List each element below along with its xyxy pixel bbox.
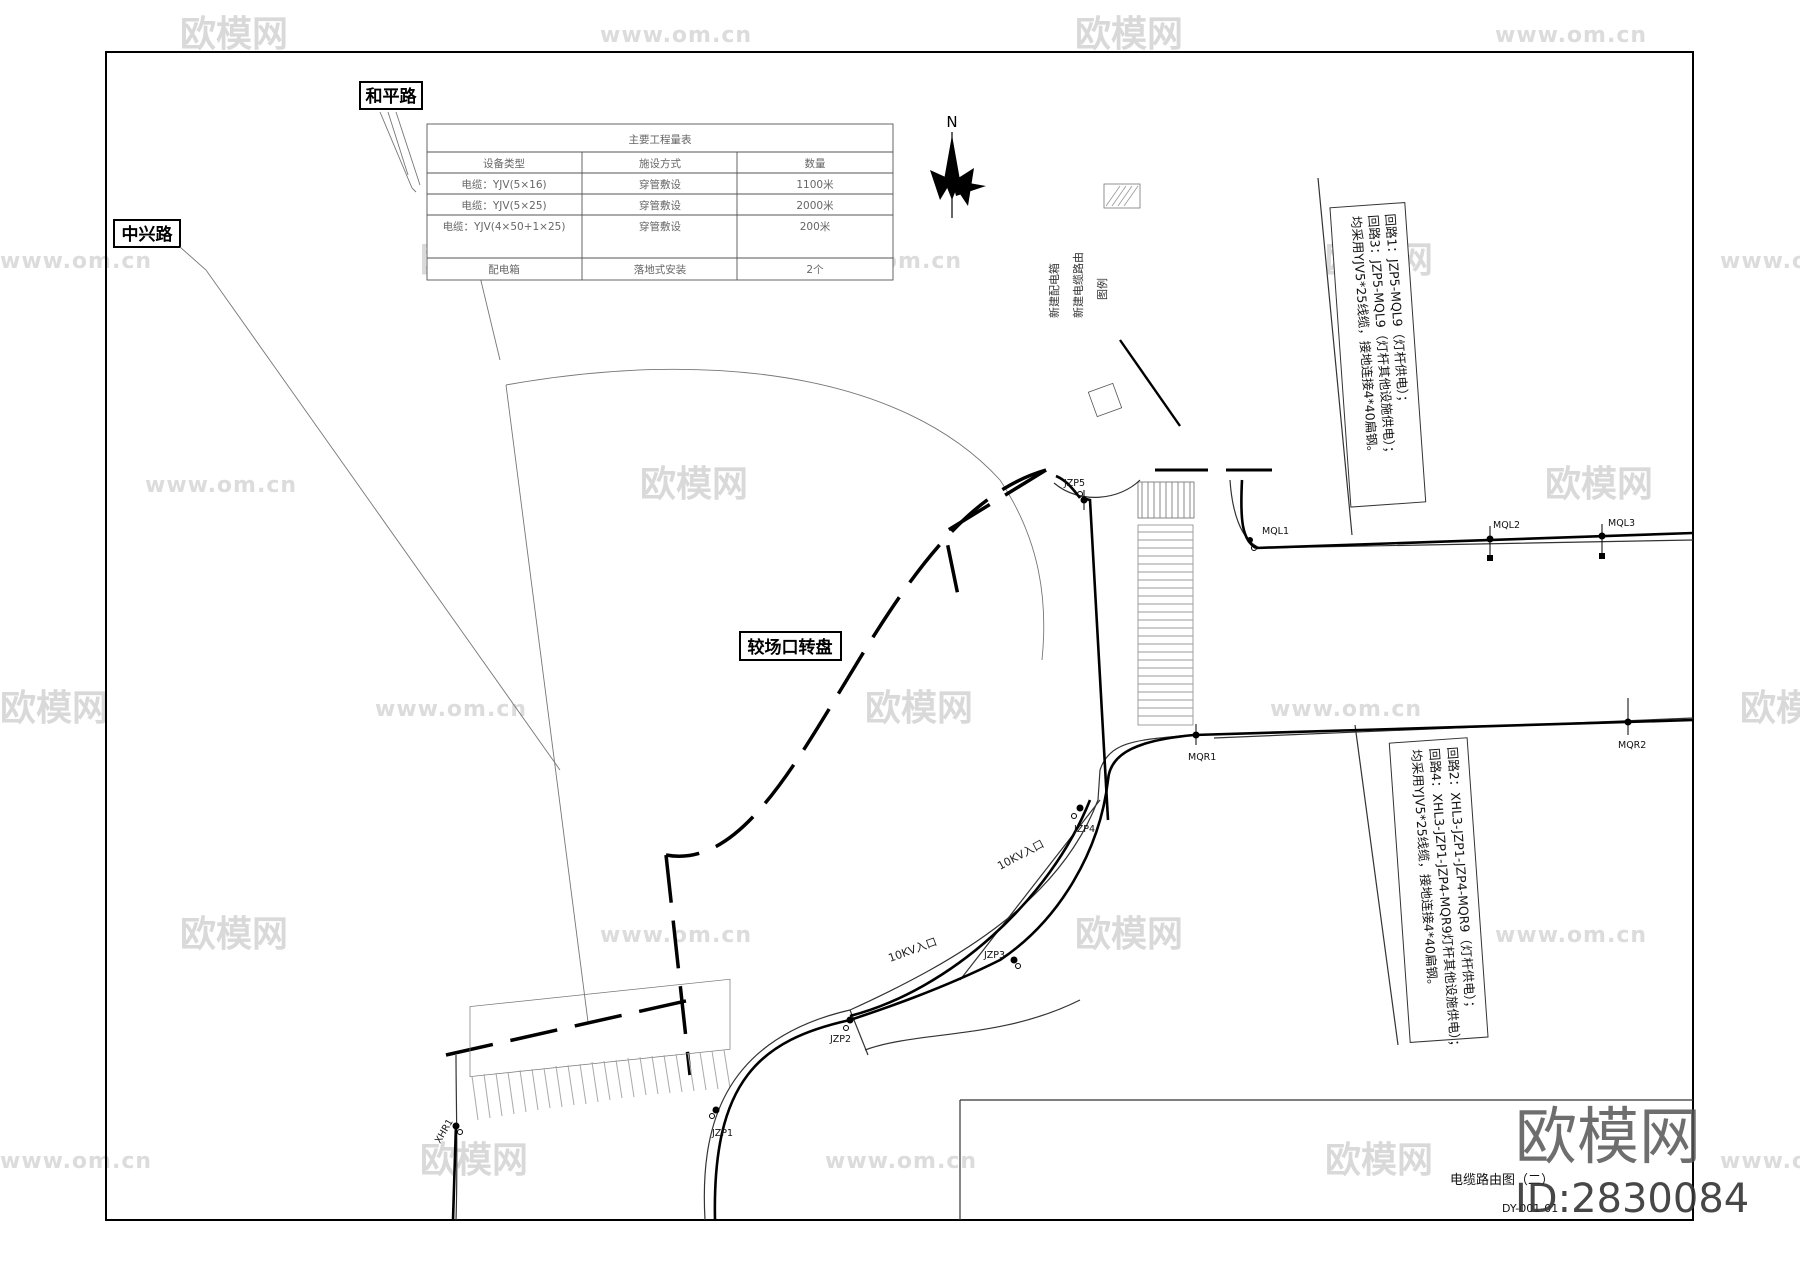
- table-cell: 落地式安装: [634, 263, 687, 276]
- crosswalk-north: [1137, 468, 1272, 519]
- lamp-point-jzp2: JZP2: [829, 1016, 854, 1045]
- lamp-label: MQR2: [1618, 740, 1646, 751]
- watermark-url: www.om.cn: [0, 1149, 152, 1174]
- lamp-label: JZP4: [1073, 824, 1095, 835]
- legend-title: 图例: [1095, 278, 1109, 300]
- lamp-point-jzp3: JZP3: [983, 950, 1021, 969]
- lamp-point-mqr1: MQR1: [1188, 724, 1216, 763]
- lamp-point-mql2: MQL2: [1486, 520, 1520, 561]
- north-arrow-icon: N: [930, 113, 986, 218]
- watermark-brand: 欧模网: [180, 914, 288, 955]
- lamp-point-mqr2: MQR2: [1618, 698, 1646, 751]
- watermark-brand: 欧模网: [0, 688, 108, 729]
- lamp-label: JZP1: [711, 1128, 733, 1139]
- table-cell: 200米: [800, 220, 831, 233]
- table-header: 数量: [805, 157, 826, 170]
- road-name-roundabout: 较场口转盘: [748, 637, 833, 658]
- lamp-label: JZP3: [983, 950, 1005, 961]
- note-box-1: 回路1：JZP5-MQL9（灯杆供电）； 回路3：JZP5-MQL9（灯杆其他设…: [1329, 202, 1427, 508]
- watermark-brand: 欧模网: [865, 688, 973, 729]
- legend-area: 新建配电箱 新建电缆路由 图例: [1047, 183, 1181, 427]
- lamp-label: JZP2: [829, 1034, 851, 1045]
- table-cell: 配电箱: [488, 263, 520, 276]
- lamp-label: MQL2: [1493, 520, 1520, 531]
- watermark-brand: 欧模网: [640, 464, 748, 505]
- drawing-title: 电缆路由图（二）: [1450, 1172, 1554, 1188]
- table-header: 设备类型: [483, 157, 525, 170]
- table-cell: 穿管敷设: [639, 178, 681, 191]
- watermark-brand: 欧模网: [180, 14, 288, 55]
- watermark-brand: 欧模网: [1325, 1140, 1433, 1181]
- legend-new-route: 新建电缆路由: [1071, 252, 1085, 318]
- drawing-frame: [105, 51, 1694, 1221]
- lamp-label: MQL1: [1262, 526, 1289, 537]
- legend-new-box: 新建配电箱: [1047, 263, 1061, 318]
- lamp-point-jzp4: JZP4: [1071, 804, 1095, 835]
- north-label: N: [946, 113, 957, 131]
- road-label-zhongxing: 中兴路: [113, 219, 181, 248]
- watermark-id: ID:2830084: [1515, 1176, 1749, 1222]
- quantity-table: 主要工程量表 设备类型 施设方式 数量 电缆：YJV(5×16) 穿管敷设 11…: [426, 123, 894, 281]
- watermark-url: www.om.cn: [145, 473, 297, 498]
- watermark-url: www.om.cn: [1720, 249, 1800, 274]
- site-boundary: [505, 368, 1045, 1023]
- lamp-label: JZP5: [1063, 478, 1085, 489]
- lamp-point-mql1: MQL1: [1247, 526, 1289, 551]
- lamp-point-jzp1: JZP1: [709, 1106, 733, 1139]
- watermark-brand: 欧模网: [1075, 914, 1183, 955]
- table-title: 主要工程量表: [629, 133, 692, 146]
- watermark-url: www.om.cn: [825, 1149, 977, 1174]
- table-cell: 2000米: [796, 199, 834, 212]
- roundabout-curb: [445, 468, 1047, 1076]
- table-cell: 1100米: [796, 178, 834, 191]
- watermark-url: www.om.cn: [1720, 1149, 1800, 1174]
- watermark-brand: 欧模网: [1545, 464, 1653, 505]
- table-cell: 穿管敷设: [639, 220, 681, 233]
- table-cell: 2个: [806, 264, 824, 276]
- road-label-roundabout: 较场口转盘: [739, 631, 842, 661]
- watermark-url: www.om.cn: [0, 249, 152, 274]
- lamp-label: MQR1: [1188, 752, 1216, 763]
- table-cell: 电缆：YJV(5×25): [461, 199, 546, 212]
- watermark-brand: 欧模网: [420, 1140, 528, 1181]
- watermark-brand: 欧模网: [1740, 688, 1800, 729]
- watermark-url: www.om.cn: [600, 23, 752, 48]
- watermark-layer: 欧模网 www.om.cn 欧模网 www.om.cn www.om.cn 欧模…: [0, 14, 1800, 1181]
- watermark-url: www.om.cn: [1495, 923, 1647, 948]
- watermark-url: www.om.cn: [375, 697, 527, 722]
- lamp-point-jzp5: JZP5: [1063, 478, 1088, 510]
- road-text-in-1: 10KV入口: [995, 837, 1046, 872]
- table-header: 施设方式: [639, 157, 681, 170]
- crosswalk-east: [1137, 524, 1194, 726]
- lamp-label: MQL3: [1608, 518, 1635, 529]
- road-name-heping: 和平路: [366, 86, 418, 107]
- lamp-point-mql3: MQL3: [1598, 518, 1635, 559]
- table-cell: 电缆：YJV(4×50+1×25): [443, 220, 566, 233]
- watermark-brand-large: 欧模网: [1515, 1100, 1701, 1173]
- watermark-brand: 欧模网: [1075, 14, 1183, 55]
- road-text-in-2: 10KV入口: [887, 935, 939, 965]
- watermark-url: www.om.cn: [1495, 23, 1647, 48]
- drawing-number: DY-001-01: [1502, 1202, 1558, 1215]
- note-box-2: 回路2：XHL3-JZP1-JZP4-MQR9（灯杆供电）； 回路4：XHL3-…: [1388, 737, 1489, 1053]
- road-name-zhongxing: 中兴路: [122, 224, 174, 245]
- road-label-heping: 和平路: [359, 81, 423, 110]
- watermark-url: www.om.cn: [1270, 697, 1422, 722]
- table-cell: 电缆：YJV(5×16): [461, 178, 546, 191]
- crosswalk-south: [469, 978, 731, 1121]
- table-cell: 穿管敷设: [639, 199, 681, 212]
